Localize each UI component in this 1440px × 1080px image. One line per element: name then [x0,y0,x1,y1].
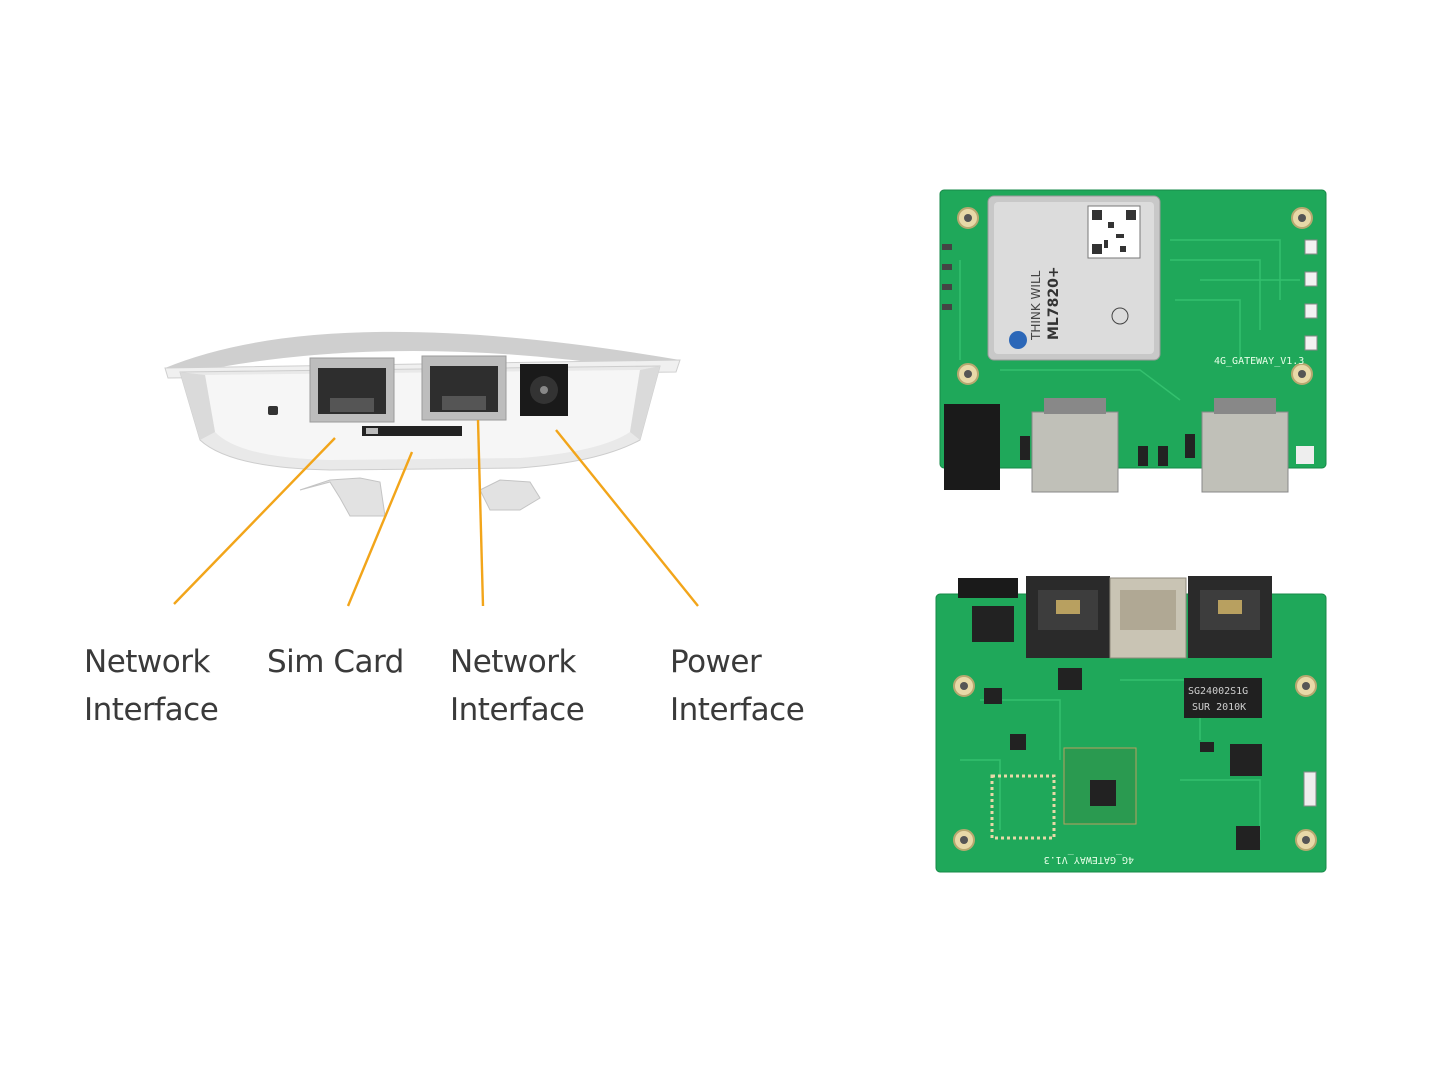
rj45-port-2 [421,355,507,421]
bottom-silkscreen: 4G_GATEWAY_V1.3 [1044,854,1134,865]
dc-power-jack [520,364,568,416]
wifi-module [1063,747,1137,825]
pcb-top-rj45-2 [1201,398,1289,493]
callout-line-network-2 [476,419,485,607]
callout-line-power [555,429,699,607]
callout-label-network-2-line2: Interface [450,692,585,728]
sim-slot [362,426,462,436]
pcb-top-dc-jack [944,404,1000,490]
callout-label-network-2-line1: Network [450,644,576,680]
callout-label-network-1-line2: Interface [84,692,219,728]
callout-label-power-line2: Interface [670,692,805,728]
callout-label-sim-card-line1: Sim Card [267,644,404,680]
top-silkscreen: 4G_GATEWAY_V1.3 [1214,356,1304,367]
module-model: ML7820+ [1046,266,1062,340]
rj45-port-1 [309,357,395,423]
callout-label-network-1: Network Interface [84,638,219,734]
callout-label-power: Power Interface [670,638,805,734]
callout-label-network-1-line1: Network [84,644,210,680]
chip-marking-1: SG24002S1G [1188,686,1248,697]
chip-marking-2: SUR 2010K [1192,702,1246,713]
lte-module: THINK WILL ML7820+ [987,195,1161,361]
pcb-bottom-sim-holder [1109,577,1187,659]
callout-label-power-line1: Power [670,644,762,680]
pcb-bottom-rj45-1 [1026,576,1110,658]
callout-line-sim [346,451,414,607]
router-enclosure [164,331,681,517]
module-brand: THINK WILL [1029,270,1043,341]
status-led [268,406,278,415]
pcb-bottom-view: SG24002S1G SUR 2010K 4G_GATEWAY_V1.3 [935,576,1327,873]
callout-line-network-1 [173,437,336,605]
callout-label-network-2: Network Interface [450,638,585,734]
pcb-top-view: THINK WILL ML7820+ 4G_GATEWAY_V1.3 [939,189,1327,493]
pcb-bottom-rj45-2 [1188,576,1272,658]
pcb-top-rj45-1 [1031,398,1119,493]
callout-label-sim-card: Sim Card [267,638,404,686]
ethernet-transformer: SG24002S1G SUR 2010K [1184,678,1262,718]
callout-lines [173,419,699,607]
